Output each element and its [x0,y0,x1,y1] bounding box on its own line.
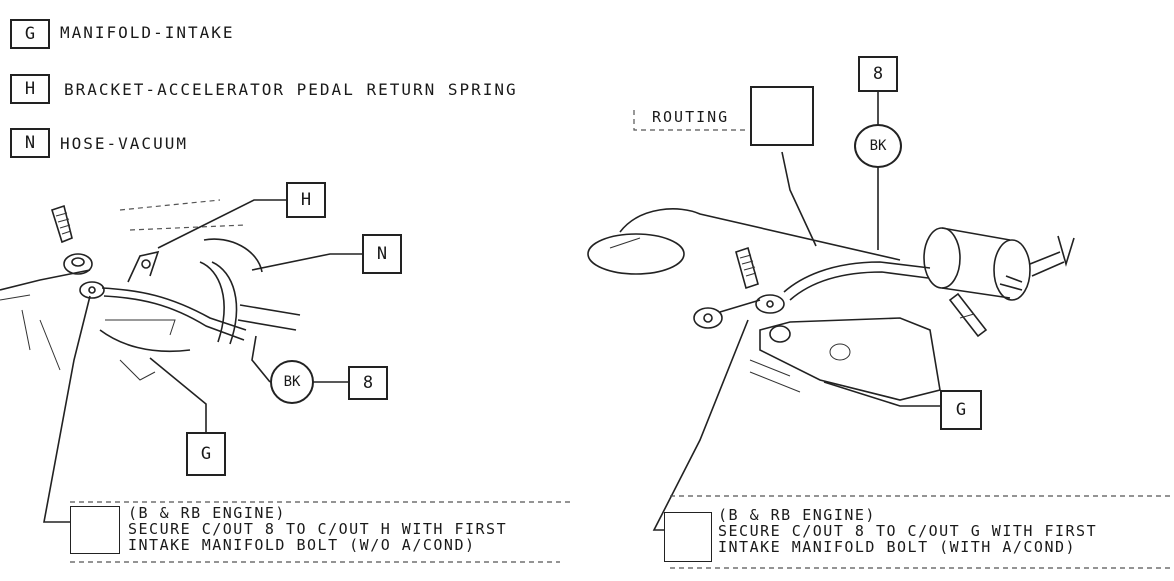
right-callout-g: G [940,390,982,430]
legend-text-h: BRACKET-ACCELERATOR PEDAL RETURN SPRING [64,80,518,99]
right-note-line2: SECURE C/OUT 8 TO C/OUT G WITH FIRST [718,522,1098,540]
legend-code-n: N [10,128,50,158]
left-note-line3: INTAKE MANIFOLD BOLT (W/O A/COND) [128,536,476,554]
right-wire-color-badge: BK [854,124,902,168]
left-engine-drawing [0,199,570,563]
right-routing-label: ROUTING [652,108,730,126]
legend-code-g: G [10,19,50,49]
left-circuit-box: 8 [348,366,388,400]
right-note-line1: (B & RB ENGINE) [718,506,876,524]
right-note-blank-box [664,512,712,562]
legend-text-g: MANIFOLD-INTAKE [60,23,235,42]
left-note-line2: SECURE C/OUT 8 TO C/OUT H WITH FIRST [128,520,508,538]
legend-code-h: H [10,74,50,104]
legend-text-n: HOSE-VACUUM [60,134,188,153]
left-callout-g: G [186,432,226,476]
left-wire-color-badge: BK [270,360,314,404]
right-routing-box [750,86,814,146]
right-circuit-box: 8 [858,56,898,92]
left-callout-h: H [286,182,326,218]
left-note-line1: (B & RB ENGINE) [128,504,286,522]
right-engine-drawing [587,92,1174,569]
right-note-line3: INTAKE MANIFOLD BOLT (WITH A/COND) [718,538,1077,556]
left-callout-n: N [362,234,402,274]
left-note-blank-box [70,506,120,554]
